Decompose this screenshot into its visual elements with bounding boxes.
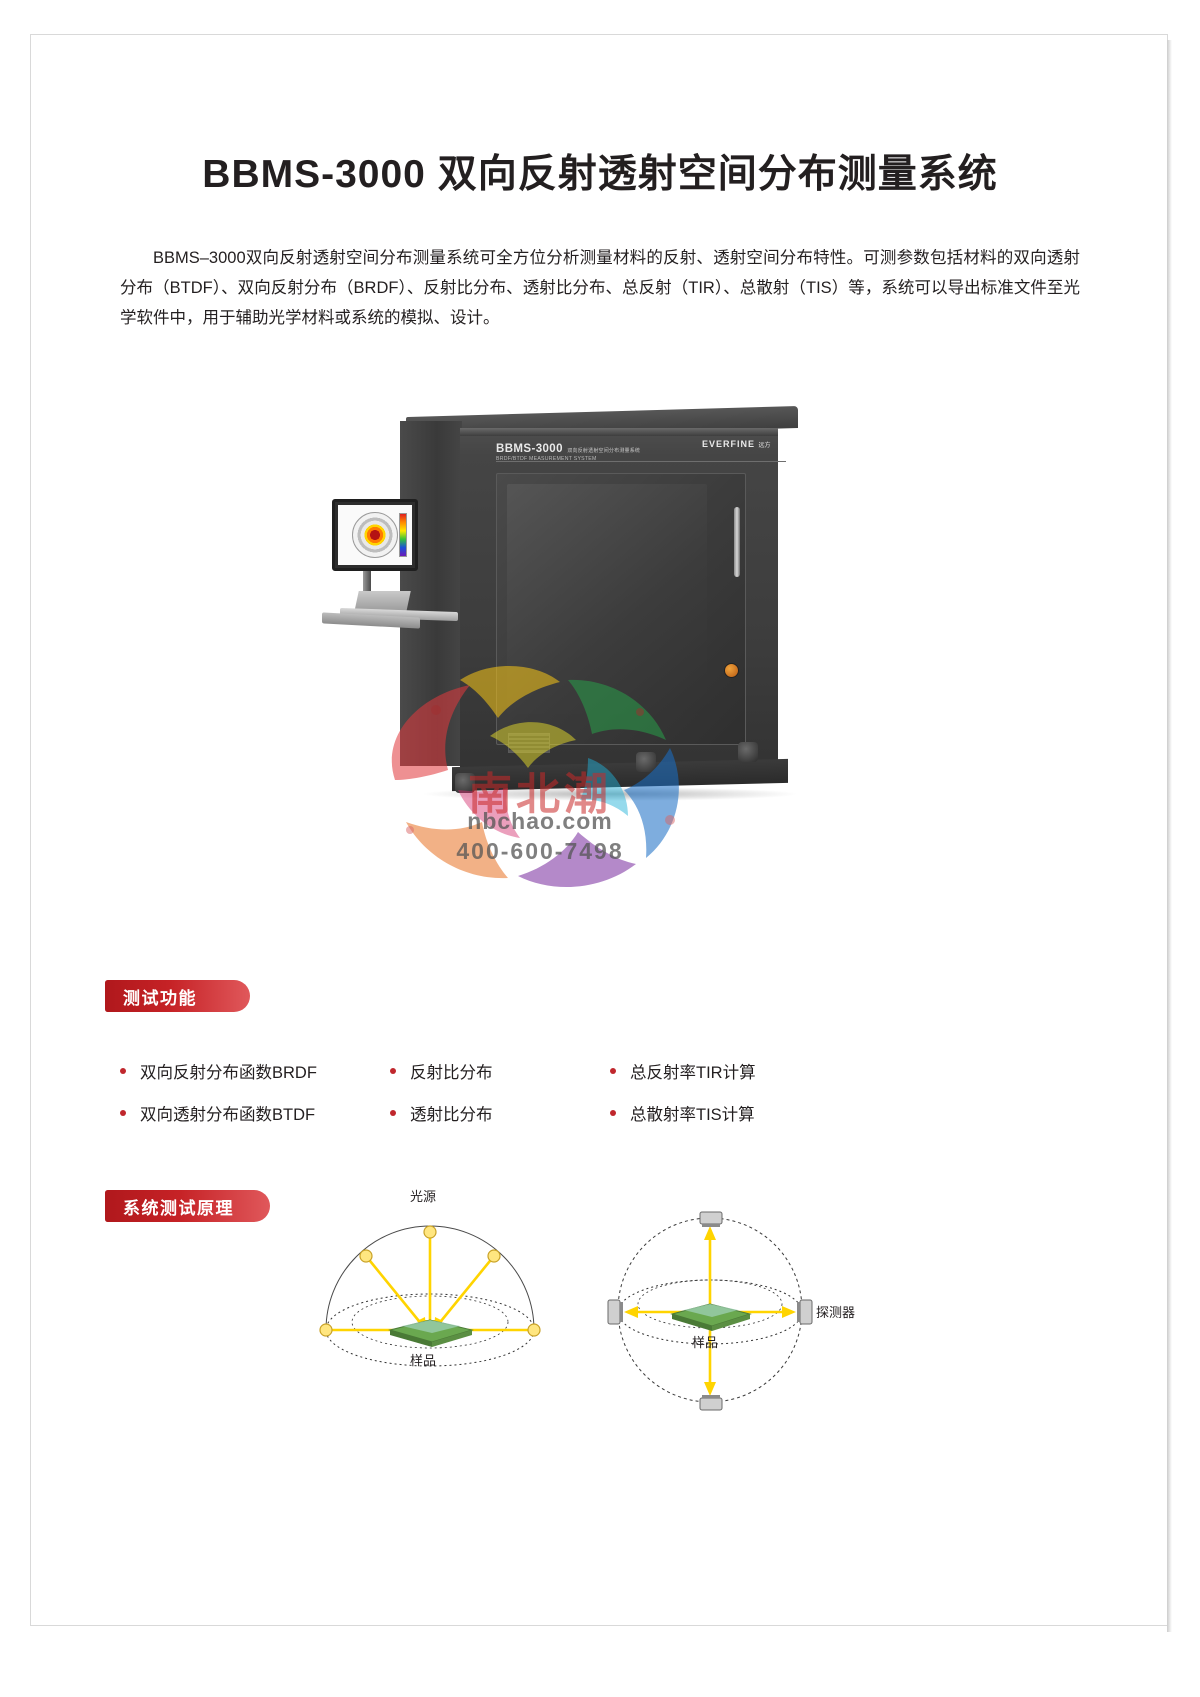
machine-door-handle	[734, 507, 740, 577]
bullet-dot-icon	[120, 1068, 126, 1074]
reflection-diagram-graphic	[319, 1225, 541, 1367]
feature-label: 双向反射分布函数BRDF	[140, 1064, 317, 1082]
machine-door-inset	[507, 484, 707, 714]
sample-plate	[670, 1303, 752, 1331]
diagram-label-sample: 样品	[410, 1353, 437, 1368]
feature-label: 反射比分布	[410, 1064, 493, 1082]
brand-name-cn: 远方	[758, 443, 771, 449]
machine-foot	[636, 752, 656, 772]
machine-brand-logo: EVERFINE 远方	[702, 439, 771, 449]
machine-vent-grille	[508, 733, 550, 753]
sample-plate	[388, 1319, 474, 1347]
principle-diagrams: 光源 样品	[290, 1189, 910, 1420]
detection-diagram-graphic	[607, 1211, 813, 1411]
feature-item: 双向反射分布函数BRDF	[120, 1059, 390, 1083]
color-scale-bar	[399, 513, 407, 557]
nameplate-subtitle: BRDF/BTDF MEASUREMENT SYSTEM	[496, 456, 597, 462]
feature-list: 双向反射分布函数BRDF 反射比分布 总反射率TIR计算 双向透射分布函数BTD…	[120, 1050, 940, 1134]
feature-item: 双向透射分布函数BTDF	[120, 1101, 390, 1125]
bullet-dot-icon	[120, 1110, 126, 1116]
nameplate-model-cn: 双向反射透射空间分布测量系统	[567, 448, 641, 454]
section-badge-features: 测试功能	[105, 980, 250, 1012]
machine-divider-line	[496, 461, 786, 462]
monitor-screen	[338, 505, 412, 565]
diagram-label-sample: 样品	[692, 1335, 719, 1350]
bullet-dot-icon	[610, 1068, 616, 1074]
machine-nameplate: BBMS-3000 双向反射透射空间分布测量系统 BRDF/BTDF MEASU…	[496, 437, 766, 467]
distribution-plot-graphic	[352, 512, 398, 558]
bullet-dot-icon	[390, 1068, 396, 1074]
page-title: BBMS-3000 双向反射透射空间分布测量系统	[202, 153, 998, 196]
page-edge-shadow	[1167, 40, 1172, 1632]
feature-label: 透射比分布	[410, 1106, 493, 1124]
feature-item: 总反射率TIR计算	[610, 1059, 940, 1083]
section-badge-principle: 系统测试原理	[105, 1190, 270, 1222]
machine-foot	[455, 773, 475, 793]
machine-ground-shadow	[420, 787, 800, 801]
machine-front-bevel	[460, 428, 778, 436]
bullet-dot-icon	[390, 1110, 396, 1116]
reflection-diagram: 光源 样品	[310, 1189, 550, 1420]
monitor-stem	[363, 567, 371, 601]
intro-paragraph: BBMS–3000双向反射透射空间分布测量系统可全方位分析测量材料的反射、透射空…	[120, 249, 1080, 327]
feature-label: 双向透射分布函数BTDF	[140, 1106, 316, 1124]
diagram-label-detector: 探测器	[816, 1305, 856, 1320]
machine-power-knob	[724, 663, 739, 678]
nameplate-model: BBMS-3000	[496, 443, 563, 455]
feature-label: 总散射率TIS计算	[630, 1106, 755, 1124]
product-photo: BBMS-3000 双向反射透射空间分布测量系统 BRDF/BTDF MEASU…	[300, 395, 900, 875]
monitor-display	[332, 499, 418, 571]
detection-diagram: 探测器 样品	[590, 1190, 855, 1420]
machine-door-panel	[496, 473, 746, 745]
feature-item: 透射比分布	[390, 1101, 610, 1125]
diagram-label-light-source: 光源	[410, 1189, 437, 1204]
bullet-dot-icon	[610, 1110, 616, 1116]
brand-name: EVERFINE	[702, 439, 756, 449]
machine-foot	[738, 742, 758, 762]
feature-item: 反射比分布	[390, 1059, 610, 1083]
feature-label: 总反射率TIR计算	[630, 1064, 756, 1082]
feature-item: 总散射率TIS计算	[610, 1101, 940, 1125]
